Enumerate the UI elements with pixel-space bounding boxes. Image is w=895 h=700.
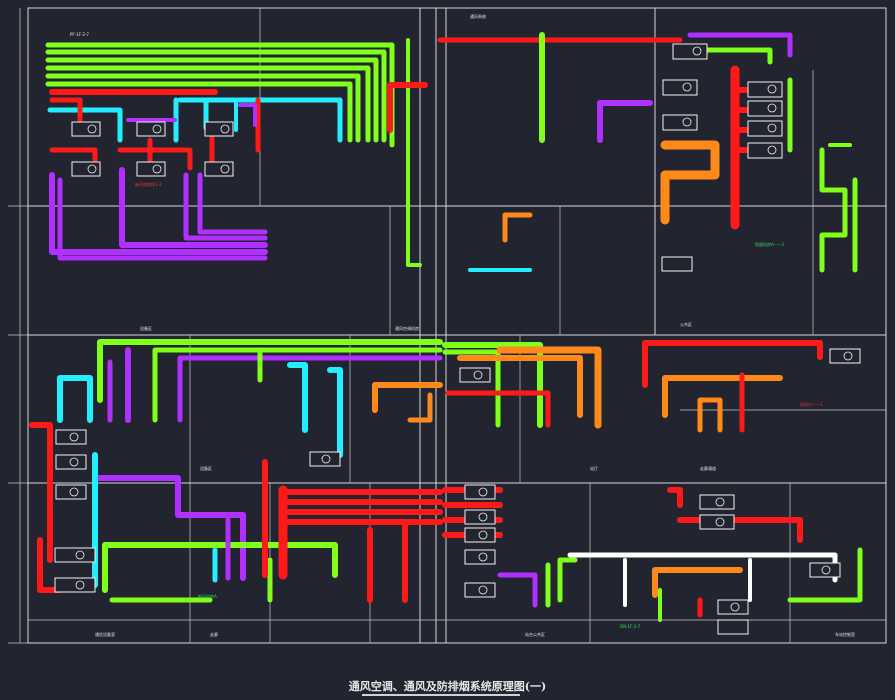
tag-left-top: PF-1F-2-7 xyxy=(70,32,89,37)
note-top-left: 新风机房排1-2 xyxy=(135,181,162,187)
zone-label-bottom-1: 通信设备室 xyxy=(95,631,115,637)
zone-label-bottom-mid: 走廊 xyxy=(210,631,218,637)
note-top-right: 防烟机房A——1 xyxy=(755,241,785,247)
note-bottom-left: 新风机房A xyxy=(198,593,217,599)
zone-label-mid-right: 走廊通道 xyxy=(700,465,716,471)
zone-middle-left-ducts xyxy=(29,339,443,563)
zone-middle-left-units xyxy=(55,429,341,500)
drawing-title: 通风空调、通风及防排烟系统原理图(一) xyxy=(348,680,547,693)
top-header-label: 通风系统 xyxy=(470,13,486,19)
zone-middle-right-ducts xyxy=(372,340,823,433)
zone-label-mid-center: 站厅 xyxy=(590,465,598,471)
zone-label-bottom-3: 车站控制室 xyxy=(835,631,855,637)
zone-label-bottom-2: 站台公共区 xyxy=(525,631,545,637)
zone-bottom-left-units xyxy=(54,547,96,593)
zone-label-top-mid: 通风空调机房 xyxy=(395,325,419,331)
title-underline xyxy=(362,694,520,696)
zone-top-left-units xyxy=(71,121,234,177)
zone-bottom-left-ducts xyxy=(37,452,443,603)
zone-bottom-right-ducts xyxy=(442,487,863,622)
note-bottom-right: DN-1F-2-7 xyxy=(620,624,641,629)
zone-label-mid-left: 设备区 xyxy=(200,465,212,471)
zone-top-middle-ducts xyxy=(387,32,858,273)
zone-top-left-ducts xyxy=(45,38,422,267)
note-mid-right: 排风口——1 xyxy=(800,401,823,407)
zone-top-middle-units xyxy=(661,43,783,272)
zone-label-top-right: 公共区 xyxy=(680,321,692,327)
zone-middle-right-units xyxy=(459,348,861,383)
zone-bottom-right-units xyxy=(464,484,841,635)
zone-label-top-left: 设备区 xyxy=(140,325,152,331)
